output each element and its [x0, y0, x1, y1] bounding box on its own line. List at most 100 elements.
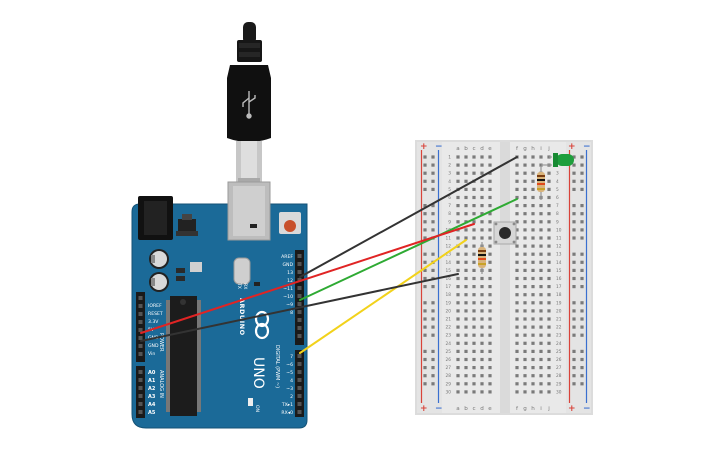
breadboard-hole [472, 276, 476, 281]
breadboard-hole [580, 212, 584, 216]
breadboard-hole [456, 382, 460, 386]
breadboard-hole [423, 268, 427, 272]
breadboard-hole [456, 333, 460, 337]
breadboard-hole [580, 155, 584, 159]
breadboard-hole [547, 317, 551, 321]
rail-plus-label: + [420, 142, 428, 152]
breadboard-hole [480, 171, 484, 175]
column-label-c: c [472, 406, 475, 412]
breadboard-hole [531, 366, 535, 370]
breadboard-hole [515, 325, 519, 329]
breadboard-hole [539, 317, 543, 321]
breadboard-hole [523, 236, 527, 240]
row-number: 20 [556, 308, 562, 314]
breadboard-hole [547, 374, 551, 378]
breadboard-hole [572, 309, 576, 313]
breadboard-hole [539, 228, 543, 232]
row-number: 15 [446, 268, 452, 274]
breadboard-hole [515, 236, 519, 240]
breadboard-hole [531, 317, 535, 321]
wire-yellow [299, 239, 467, 354]
breadboard-hole [488, 252, 492, 256]
row-number: 14 [556, 260, 562, 266]
breadboard-hole [456, 309, 460, 313]
breadboard-hole [456, 268, 460, 272]
breadboard-hole [547, 244, 551, 248]
breadboard-hole [488, 244, 492, 248]
push-button[interactable] [493, 221, 517, 245]
breadboard-hole [480, 382, 484, 386]
row-number: 24 [446, 341, 452, 347]
breadboard-hole [515, 382, 519, 386]
breadboard-hole [431, 285, 435, 289]
breadboard-hole [488, 187, 492, 191]
breadboard-hole [523, 276, 527, 281]
breadboard-hole [456, 179, 460, 183]
breadboard-hole [580, 349, 584, 353]
breadboard-hole [488, 163, 492, 167]
breadboard-hole [531, 301, 535, 305]
breadboard-hole [472, 366, 476, 370]
breadboard-hole [456, 293, 460, 297]
breadboard-hole [472, 293, 476, 297]
column-label-j: j [547, 146, 550, 152]
breadboard-hole [423, 317, 427, 321]
pin-label-6: ~6 [286, 362, 293, 368]
row-number: 18 [556, 292, 562, 298]
row-number: 13 [556, 252, 562, 258]
breadboard-hole [539, 366, 543, 370]
breadboard-hole [456, 285, 460, 289]
breadboard-hole [580, 374, 584, 378]
breadboard-hole [531, 309, 535, 313]
breadboard-hole [547, 276, 551, 281]
breadboard-hole [580, 228, 584, 232]
column-label-f: f [516, 146, 519, 152]
breadboard-hole [423, 309, 427, 313]
breadboard-hole [547, 390, 551, 394]
arduino-brand-label: ARDUINO [238, 298, 246, 336]
breadboard-hole [456, 357, 460, 362]
breadboard-hole [539, 268, 543, 272]
breadboard-hole [464, 301, 468, 305]
breadboard-hole [531, 293, 535, 297]
breadboard-hole [456, 349, 460, 353]
column-label-h: h [531, 146, 535, 152]
breadboard-hole [515, 333, 519, 337]
column-label-i: i [540, 406, 542, 412]
breadboard-hole [464, 244, 468, 248]
row-number: 28 [446, 373, 452, 379]
breadboard-hole [431, 268, 435, 272]
breadboard-hole [523, 333, 527, 337]
row-number: 3 [556, 171, 559, 177]
breadboard-hole [456, 374, 460, 378]
breadboard-hole [523, 366, 527, 370]
row-number: 23 [446, 333, 452, 339]
breadboard-hole [523, 212, 527, 216]
pin-label-9: ~9 [286, 302, 293, 308]
breadboard-hole [464, 309, 468, 313]
breadboard-hole [472, 309, 476, 313]
breadboard-hole [488, 382, 492, 386]
reset-button[interactable] [279, 212, 301, 234]
breadboard-hole [431, 366, 435, 370]
breadboard-hole [580, 252, 584, 256]
breadboard-hole [531, 349, 535, 353]
breadboard-hole [472, 285, 476, 289]
analog-header-title: ANALOG IN [158, 370, 164, 398]
breadboard-hole [515, 366, 519, 370]
breadboard-hole [431, 382, 435, 386]
row-number: 16 [556, 276, 562, 282]
breadboard-hole [488, 349, 492, 353]
breadboard-hole [539, 382, 543, 386]
pin-label-a4: A4 [148, 402, 156, 408]
breadboard-hole [480, 357, 484, 362]
breadboard-hole [572, 276, 576, 281]
breadboard-hole [547, 382, 551, 386]
row-number: 17 [556, 284, 562, 290]
breadboard-hole [523, 390, 527, 394]
breadboard-hole [539, 204, 543, 208]
breadboard-hole [515, 212, 519, 216]
power-header-title: POWER [158, 333, 164, 352]
row-number: 16 [446, 276, 452, 282]
